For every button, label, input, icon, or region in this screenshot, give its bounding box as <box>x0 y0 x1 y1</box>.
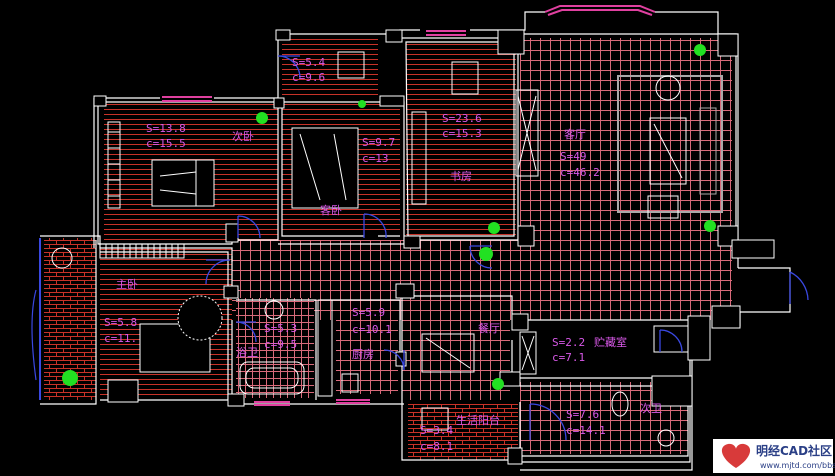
bath-area: S=5.3 <box>264 322 297 335</box>
bath-name: 浴卫 <box>236 346 258 359</box>
kitchen-counter <box>317 299 333 397</box>
living-room-floor <box>520 38 732 250</box>
storage-area: S=2.2 <box>552 336 585 349</box>
plant-icon <box>256 112 268 124</box>
wall-blocks <box>93 29 775 465</box>
plant-icon <box>358 100 366 108</box>
door-storage <box>659 329 683 353</box>
windows <box>31 5 656 406</box>
washing-machine <box>421 407 449 431</box>
door-second-bath <box>529 403 567 441</box>
study-name: 书房 <box>450 170 472 183</box>
door-kitchen <box>383 349 405 371</box>
chair-small-top <box>337 51 365 79</box>
watermark: 明经CAD社区 www.mjtd.com/bbs <box>713 439 835 473</box>
living-room-name: 客厅 <box>564 127 586 141</box>
small-top-area: S=5.4 <box>292 56 325 69</box>
dining-name: 餐厅 <box>478 321 500 335</box>
kitchen-perimeter: c=10.1 <box>352 323 392 336</box>
service-balcony-area: S=3.4 <box>420 424 453 437</box>
plant-icon <box>704 220 716 232</box>
room-labels: S=5.4 c=9.6 S=13.8 c=15.5 次卧 S=9.7 c=13 … <box>104 56 662 453</box>
stove <box>341 373 359 393</box>
study-area: S=23.6 <box>442 112 482 125</box>
door-entry <box>789 271 809 304</box>
coffee-table <box>649 117 687 185</box>
bath-perimeter: c=9.5 <box>264 338 297 351</box>
study-perimeter: c=15.3 <box>442 127 482 140</box>
door-second-bedroom <box>237 215 261 239</box>
plant-pot-living <box>655 75 681 101</box>
kitchen-floor <box>336 298 398 394</box>
washbasin <box>264 300 284 320</box>
small-top-floor <box>282 36 378 98</box>
bathtub <box>239 361 305 395</box>
dining-table <box>421 333 475 373</box>
bath-floor <box>236 298 314 398</box>
door-small-top <box>277 55 301 79</box>
plant-icon <box>488 222 500 234</box>
desk-study <box>411 111 427 205</box>
plants <box>62 44 716 390</box>
second-bath-perimeter: c=14.1 <box>566 424 606 437</box>
toilet-second-bath <box>611 391 629 417</box>
plant-icon <box>62 370 78 386</box>
kitchen-name: 厨房 <box>352 348 374 361</box>
storage-name: 贮藏室 <box>594 335 627 349</box>
service-balcony-perimeter: c=8.1 <box>420 440 453 453</box>
guest-room-name: 客卧 <box>320 203 342 217</box>
wardrobe-second-bedroom <box>107 121 121 209</box>
service-balcony-name: 生活阳台 <box>456 413 500 427</box>
storage-perimeter: c=7.1 <box>552 351 585 364</box>
study-floor <box>406 42 516 238</box>
second-bath-name: 次卫 <box>640 401 662 415</box>
plant-icon <box>479 247 493 261</box>
plant-icon <box>492 378 504 390</box>
round-stool-balcony <box>51 247 73 269</box>
living-room-perimeter: c=46.2 <box>560 166 600 179</box>
master-bedroom-area: S=5.8 <box>104 316 137 329</box>
watermark-url: www.mjtd.com/bbs <box>760 461 835 470</box>
door-study <box>469 245 493 269</box>
bed-second-bedroom <box>151 159 215 207</box>
guest-room-perimeter: c=13 <box>362 152 389 165</box>
bookshelf-study <box>515 89 539 177</box>
second-bedroom-area: S=13.8 <box>146 122 186 135</box>
door-bath <box>235 321 257 343</box>
furniture <box>51 51 723 447</box>
living-room-area: S=49 <box>560 150 587 163</box>
storage-shelf <box>519 331 537 375</box>
chair-study <box>451 61 479 95</box>
master-bedroom-name: 主卧 <box>116 278 138 291</box>
round-table-master <box>177 295 223 341</box>
second-bedroom-perimeter: c=15.5 <box>146 137 186 150</box>
service-balcony-floor <box>408 404 518 460</box>
door-guest-room <box>363 213 387 239</box>
second-bedroom-name: 次卧 <box>232 129 254 143</box>
door-master-bedroom <box>205 259 231 285</box>
plant-icon <box>694 44 706 56</box>
master-bedroom-perimeter: c=11. <box>104 332 137 345</box>
door-swings <box>205 55 809 441</box>
bed-guest-room <box>291 127 359 209</box>
armchair <box>647 195 679 219</box>
watermark-name: 明经CAD社区 <box>756 443 832 458</box>
small-top-perimeter: c=9.6 <box>292 71 325 84</box>
kitchen-area: S=5.9 <box>352 306 385 319</box>
second-bath-area: S=7.6 <box>566 408 599 421</box>
heart-logo-icon <box>721 443 751 468</box>
guest-room-area: S=9.7 <box>362 136 395 149</box>
sink-second-bath <box>657 429 675 447</box>
dining-floor <box>402 298 510 400</box>
